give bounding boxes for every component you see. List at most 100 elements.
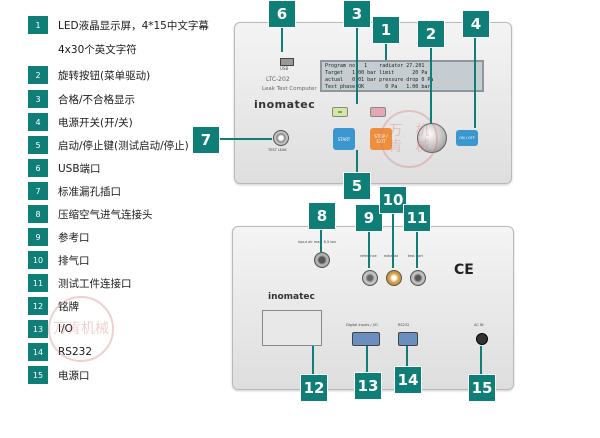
ok-indicator: OK (332, 107, 348, 117)
legend-number: 10 (28, 251, 48, 269)
model-label: LTC-202 (266, 76, 290, 83)
test-part-port[interactable] (410, 270, 426, 286)
reference-port[interactable] (362, 270, 378, 286)
brand-logo: inomatec (254, 98, 316, 111)
lcd-line: Target 1.00 bar limit 20 Pa (325, 70, 428, 76)
callout-badge: 15 (468, 374, 496, 402)
rs232-label: RS232 (398, 323, 410, 327)
callout-badge: 9 (355, 204, 383, 232)
callout-line (312, 346, 314, 376)
callout-line (366, 346, 368, 374)
legend-number: 1 (28, 16, 48, 34)
callout-badge: 1 (372, 16, 400, 44)
legend-text: 启动/停止键(测试启动/停止) (58, 139, 189, 152)
legend-number: 8 (28, 205, 48, 223)
legend-number: 12 (28, 297, 48, 315)
rear-brand-logo: inomatec (268, 292, 315, 302)
power-in-label: AC IN (474, 323, 484, 327)
legend-item: 3 合格/不合格显示 (28, 88, 135, 110)
legend-text: 参考口 (58, 231, 90, 244)
callout-badge: 14 (394, 366, 422, 394)
test-leak-label: TEST LEAK (268, 148, 287, 152)
callout-line (392, 210, 394, 268)
watermark-text: 万肯 (53, 321, 81, 337)
legend-number: 7 (28, 182, 48, 200)
lcd-line: Program no. 1 radiator 27.201 (325, 63, 425, 69)
callout-badge: 13 (354, 372, 382, 400)
nok-indicator (370, 107, 386, 117)
legend-item: 11 测试工件连接口 (28, 272, 132, 294)
legend-item: 4 电源开关(开/关) (28, 111, 133, 133)
exhaust-label: exhaust (384, 254, 398, 258)
callout-badge: 12 (300, 374, 328, 402)
callout-badge: 5 (343, 172, 371, 200)
model-subtitle: Leak Test Computer (262, 86, 317, 92)
watermark-text: 机械 (81, 321, 109, 337)
ce-mark: CE (454, 262, 474, 278)
callout-line (216, 138, 272, 140)
io-connector[interactable] (352, 332, 380, 346)
callout-badge: 11 (403, 204, 431, 232)
legend-number: 6 (28, 159, 48, 177)
air-input-port[interactable] (314, 252, 330, 268)
exhaust-port[interactable] (386, 270, 402, 286)
rs232-connector[interactable] (398, 332, 418, 346)
legend-number: 2 (28, 66, 48, 84)
callout-line (368, 220, 370, 268)
usb-port[interactable] (280, 58, 294, 66)
legend-number: 4 (28, 113, 48, 131)
callout-badge: 3 (343, 0, 371, 28)
legend-text-cont: 4x30个英文字符 (58, 44, 137, 56)
legend-text: 测试工件连接口 (58, 277, 132, 290)
callout-line (474, 22, 476, 128)
legend-item: 15 电源口 (28, 364, 90, 386)
callout-badge: 8 (308, 202, 336, 230)
legend-number: 3 (28, 90, 48, 108)
lcd-line: Test phase OK 0 Pa 1.00 bar (325, 84, 431, 90)
power-button[interactable]: ON / OFF (456, 130, 478, 146)
legend-text: 压缩空气进气连接头 (58, 208, 153, 221)
legend-number: 15 (28, 366, 48, 384)
callout-badge: 7 (192, 126, 220, 154)
lcd-line: actual 0.01 bar pressure drop 0 Pa (325, 77, 434, 83)
io-label: Digital inputs / I/O (346, 323, 378, 327)
legend-text: 标准漏孔插口 (58, 185, 121, 198)
legend-number: 11 (28, 274, 48, 292)
legend-text: USB端口 (58, 162, 101, 175)
legend-item: 7 标准漏孔插口 (28, 180, 121, 202)
callout-line (356, 18, 358, 104)
legend-text: 排气口 (58, 254, 90, 267)
legend-item: 6 USB端口 (28, 157, 101, 179)
legend-text: LED液晶显示屏，4*15中文字幕 (58, 19, 209, 32)
legend-text: 电源口 (58, 369, 90, 382)
callout-line (416, 220, 418, 268)
rear-panel (232, 226, 514, 390)
air-input-label: input air max. 6,5 bar (298, 240, 337, 244)
callout-line (356, 150, 358, 172)
power-in-port[interactable] (476, 333, 488, 345)
test-leak-port[interactable] (273, 130, 289, 146)
callout-line (281, 18, 283, 52)
callout-line (430, 42, 432, 124)
legend-item: 8 压缩空气进气连接头 (28, 203, 153, 225)
start-button[interactable]: START (333, 128, 355, 150)
legend-item: 1 LED液晶显示屏，4*15中文字幕 (28, 14, 209, 36)
watermark-text: 机械 (415, 123, 430, 155)
lcd-display: Program no. 1 radiator 27.201 Target 1.0… (320, 60, 484, 92)
callout-badge: 6 (268, 0, 296, 28)
legend-text: 电源开关(开/关) (58, 116, 133, 129)
front-panel (234, 22, 512, 184)
legend-number: 13 (28, 320, 48, 338)
callout-line (480, 346, 482, 374)
watermark-text: 万肯 (388, 123, 403, 155)
usb-label: USB (280, 66, 289, 71)
callout-badge: 2 (417, 20, 445, 48)
nameplate (262, 310, 322, 346)
callout-line (320, 218, 322, 252)
legend-text: 合格/不合格显示 (58, 93, 136, 106)
watermark: 万肯机械 (380, 110, 438, 168)
callout-badge: 10 (379, 186, 407, 214)
